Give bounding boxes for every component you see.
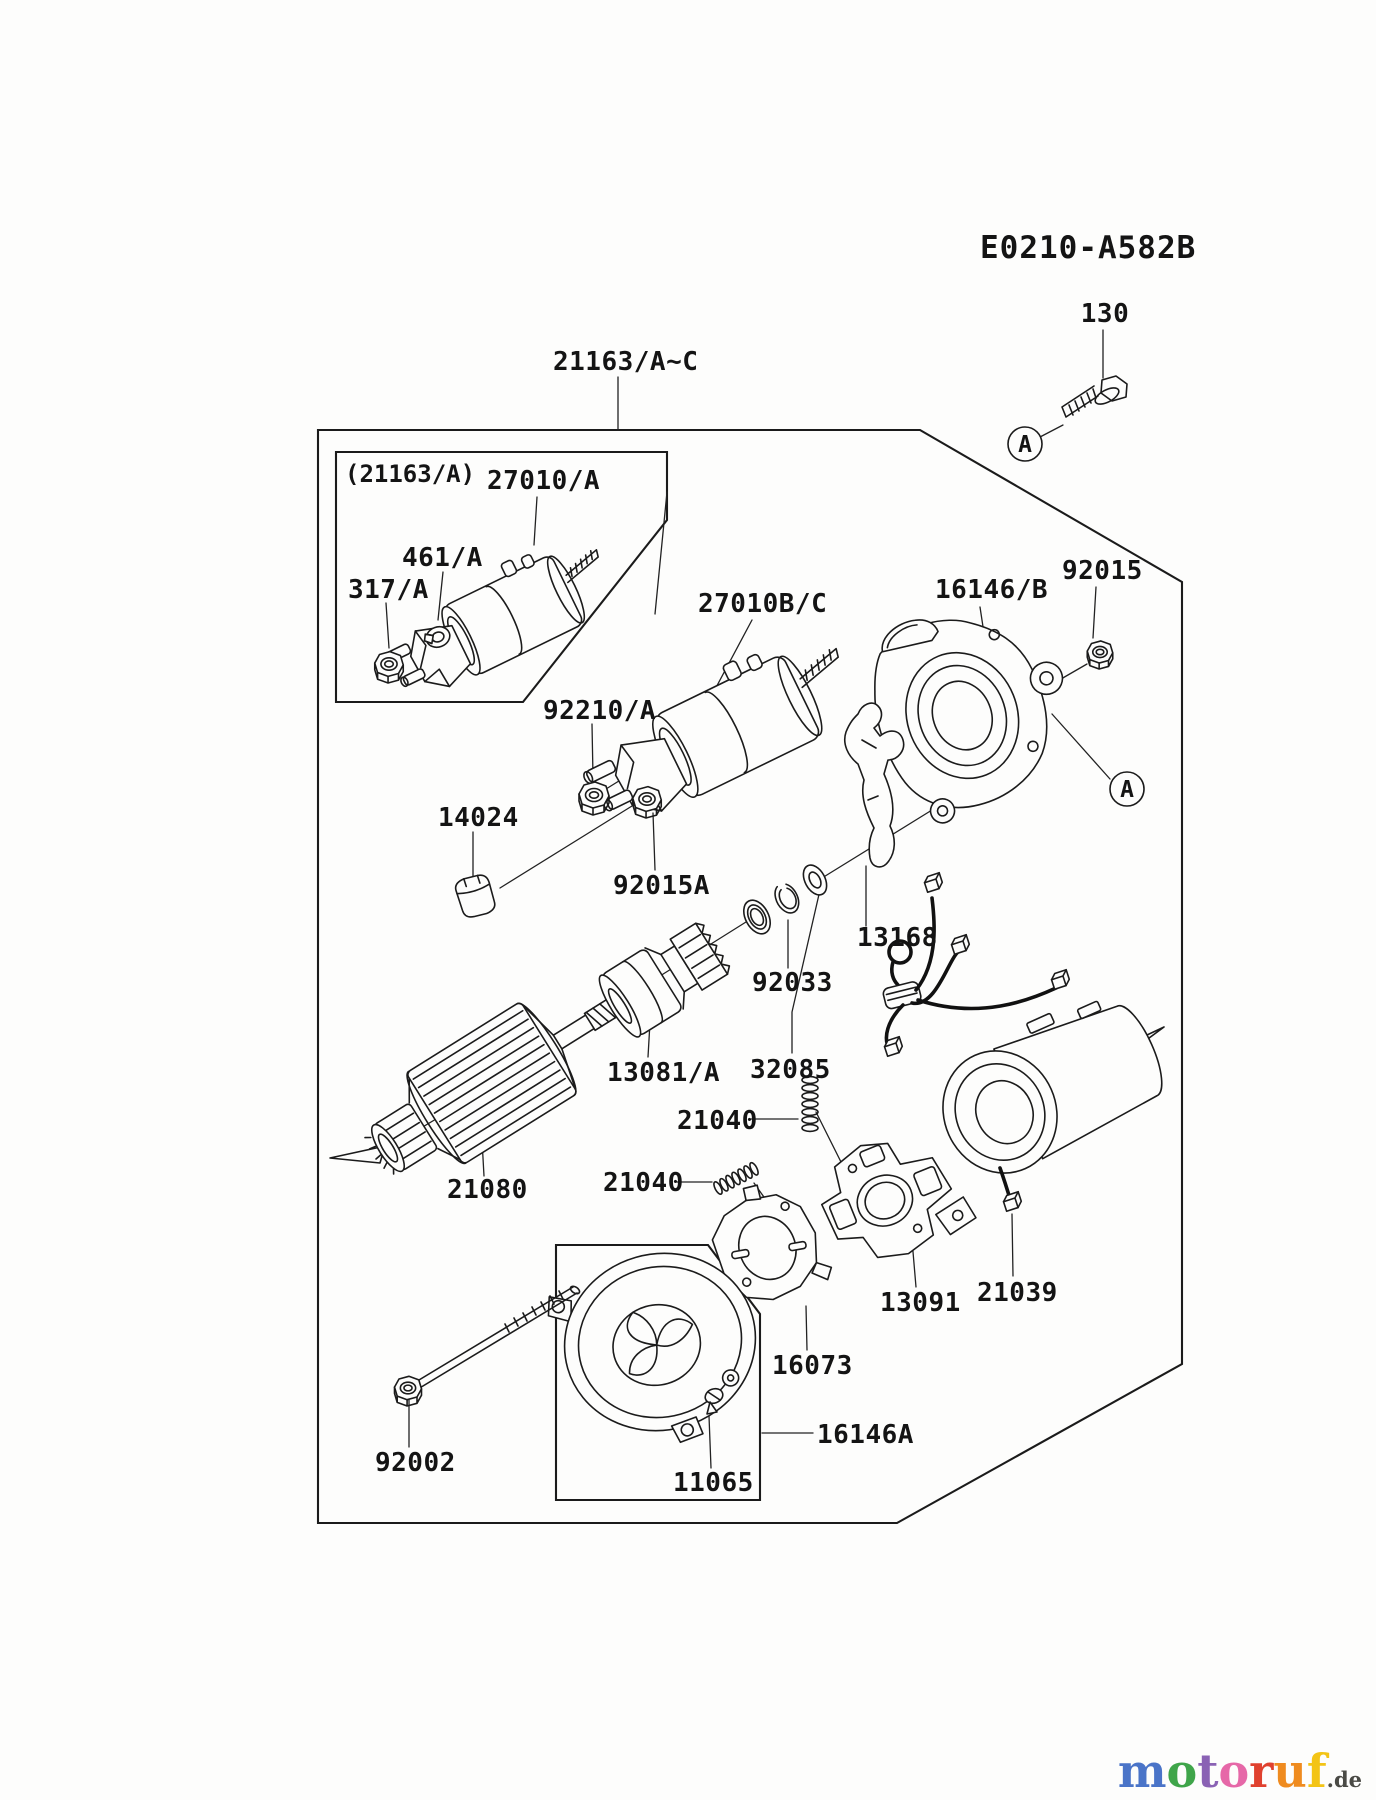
ref-bubble-a-top-letter: A	[1018, 432, 1032, 458]
part-label-92210a: 92210/A	[543, 696, 656, 726]
part-lock-washer-461a	[421, 623, 452, 651]
part-solenoid-27010bc	[565, 617, 869, 839]
part-label-13081a: 13081/A	[607, 1058, 720, 1088]
watermark-letter: t	[1197, 1744, 1219, 1798]
part-grommet-14024	[453, 872, 498, 921]
part-pinion-13081a	[593, 915, 735, 1041]
part-label-13091: 13091	[880, 1288, 961, 1318]
part-brush-plate-16073	[697, 1169, 835, 1315]
part-label-21163: 21163/A~C	[553, 347, 698, 377]
part-label-27010bc: 27010B/C	[698, 589, 827, 619]
part-end-cover-16146a	[540, 1231, 781, 1468]
part-shift-fork-13168	[845, 703, 904, 867]
part-label-16146a: 16146A	[817, 1420, 914, 1450]
part-through-bolt-92002	[393, 1285, 581, 1407]
inset-box-21163	[336, 452, 667, 702]
outer-boundary	[318, 430, 1182, 1523]
part-brush-holder-13091	[807, 1116, 979, 1277]
watermark-letter: f	[1306, 1744, 1327, 1798]
part-nut-92015	[1086, 640, 1114, 670]
part-nut-92210a	[578, 781, 610, 816]
part-armature-21080	[346, 957, 649, 1202]
watermark-letter: m	[1117, 1744, 1167, 1798]
ref-bubble-a-top: A	[1008, 427, 1042, 461]
part-label-21040-upper: 21040	[677, 1106, 758, 1136]
brush-wires-21039	[882, 871, 1072, 1213]
part-nut-92015a	[631, 785, 663, 819]
watermark-letter: o	[1166, 1744, 1198, 1798]
part-label-461a: 461/A	[402, 543, 483, 573]
part-label-16146b: 16146/B	[935, 575, 1048, 605]
part-label-92033: 92033	[752, 968, 833, 998]
part-label-27010a: 27010/A	[487, 466, 600, 496]
part-label-14024: 14024	[438, 803, 519, 833]
part-label-13168: 13168	[857, 923, 938, 953]
part-label-32085: 32085	[750, 1055, 831, 1085]
part-screw-11065	[703, 1386, 725, 1414]
part-bolt-130	[1062, 376, 1127, 417]
watermark-motoruf: motoruf.de	[1118, 1748, 1362, 1794]
part-label-92002: 92002	[375, 1448, 456, 1478]
ref-bubble-a-side: A	[1110, 772, 1144, 806]
part-label-21080: 21080	[447, 1175, 528, 1205]
watermark-letter: r	[1249, 1744, 1274, 1798]
part-label-21040-lower: 21040	[603, 1168, 684, 1198]
watermark-letter: u	[1273, 1744, 1307, 1798]
part-label-92015: 92015	[1062, 556, 1143, 586]
part-washer-32085	[797, 860, 833, 900]
part-label-92015a: 92015A	[613, 871, 710, 901]
part-seal-ring	[737, 894, 777, 940]
diagram-code: E0210-A582B	[980, 230, 1196, 266]
inner-box-16146a	[556, 1245, 760, 1500]
part-yoke-21039	[920, 981, 1176, 1192]
part-label-317a: 317/A	[348, 575, 429, 605]
watermark-suffix: .de	[1326, 1767, 1362, 1792]
inset-box-title: (21163/A)	[345, 460, 475, 488]
part-circlip	[769, 879, 805, 918]
direction-arrow-left	[330, 1146, 385, 1163]
ref-bubble-a-side-letter: A	[1120, 777, 1134, 803]
part-label-16073: 16073	[772, 1351, 853, 1381]
part-label-130: 130	[1081, 299, 1129, 329]
part-nut-317a	[373, 650, 405, 684]
watermark-letter: o	[1218, 1744, 1250, 1798]
part-housing-16146b	[845, 575, 1097, 832]
part-label-11065: 11065	[673, 1468, 754, 1498]
part-label-21039: 21039	[977, 1278, 1058, 1308]
